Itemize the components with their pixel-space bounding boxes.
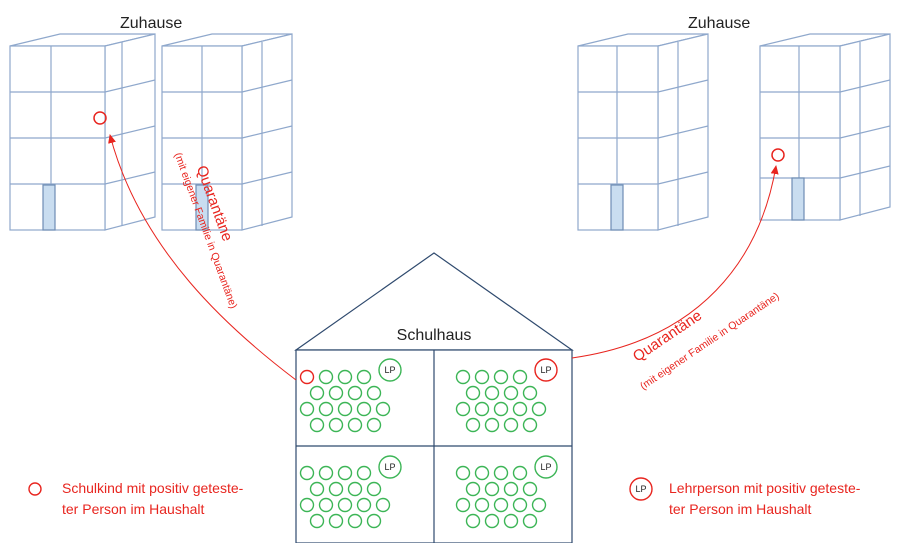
student [455, 465, 471, 481]
student [484, 481, 500, 497]
student [299, 401, 315, 417]
student [309, 513, 325, 529]
student [512, 401, 528, 417]
student [328, 385, 344, 401]
quarantine-arrow-right [571, 165, 779, 359]
teacher-badge-label: LP [384, 462, 395, 472]
student [522, 385, 538, 401]
student [337, 465, 353, 481]
student [347, 481, 363, 497]
student [484, 385, 500, 401]
student [512, 497, 528, 513]
student [366, 417, 382, 433]
teacher [378, 455, 402, 479]
legend-child-icon [28, 482, 42, 496]
student [337, 497, 353, 513]
building-left-2 [161, 33, 293, 231]
legend-teacher-line1: Lehrperson mit positiv geteste- [669, 480, 861, 496]
student [318, 497, 334, 513]
student [512, 369, 528, 385]
student [503, 417, 519, 433]
student [347, 513, 363, 529]
student [484, 417, 500, 433]
student [465, 417, 481, 433]
student [493, 497, 509, 513]
teacher-positive-household [534, 358, 558, 382]
student [455, 369, 471, 385]
legend-child-line2: ter Person im Haushalt [62, 501, 205, 517]
student [318, 401, 334, 417]
student [337, 369, 353, 385]
school-label: Schulhaus [397, 327, 472, 344]
student [318, 465, 334, 481]
student [356, 369, 372, 385]
building-right-1 [577, 33, 709, 231]
legend-child-line1: Schulkind mit positiv geteste- [62, 480, 244, 496]
student [299, 465, 315, 481]
student [356, 465, 372, 481]
student [503, 513, 519, 529]
student [337, 401, 353, 417]
student [318, 369, 334, 385]
student [347, 417, 363, 433]
student [328, 513, 344, 529]
student [299, 497, 315, 513]
student [474, 401, 490, 417]
student [493, 369, 509, 385]
student [356, 401, 372, 417]
legend-teacher-badge: LP [635, 484, 646, 494]
student [484, 513, 500, 529]
student [309, 385, 325, 401]
building-right-2 [759, 33, 891, 221]
student [309, 481, 325, 497]
student [531, 401, 547, 417]
student [375, 401, 391, 417]
teacher-badge-label: LP [540, 462, 551, 472]
student [493, 401, 509, 417]
student [455, 497, 471, 513]
building-left-1 [9, 33, 156, 231]
student [328, 481, 344, 497]
student [474, 465, 490, 481]
student [512, 465, 528, 481]
student [522, 513, 538, 529]
student [366, 481, 382, 497]
student [474, 497, 490, 513]
student [356, 497, 372, 513]
student [465, 481, 481, 497]
student [474, 369, 490, 385]
teacher-badge-label: LP [540, 365, 551, 375]
student [493, 465, 509, 481]
student-positive-household [299, 369, 315, 385]
student [309, 417, 325, 433]
student [455, 401, 471, 417]
student [465, 513, 481, 529]
legend-teacher-icon [629, 477, 653, 501]
student [522, 481, 538, 497]
home-right-label: Zuhause [688, 15, 750, 32]
quarantined-child-at-home [93, 111, 107, 125]
quarantined-teacher-at-home [771, 148, 785, 162]
student [366, 385, 382, 401]
student [375, 497, 391, 513]
student [531, 497, 547, 513]
student [503, 385, 519, 401]
student [503, 481, 519, 497]
teacher [378, 358, 402, 382]
school-building [294, 252, 574, 543]
student [347, 385, 363, 401]
legend-teacher-line2: ter Person im Haushalt [669, 501, 812, 517]
student [465, 385, 481, 401]
classrooms: LP LP LP LP [299, 358, 558, 529]
student [328, 417, 344, 433]
student [522, 417, 538, 433]
quarantine-arrow-left [108, 134, 297, 381]
student [366, 513, 382, 529]
teacher [534, 455, 558, 479]
teacher-badge-label: LP [384, 365, 395, 375]
home-left-label: Zuhause [120, 15, 182, 32]
